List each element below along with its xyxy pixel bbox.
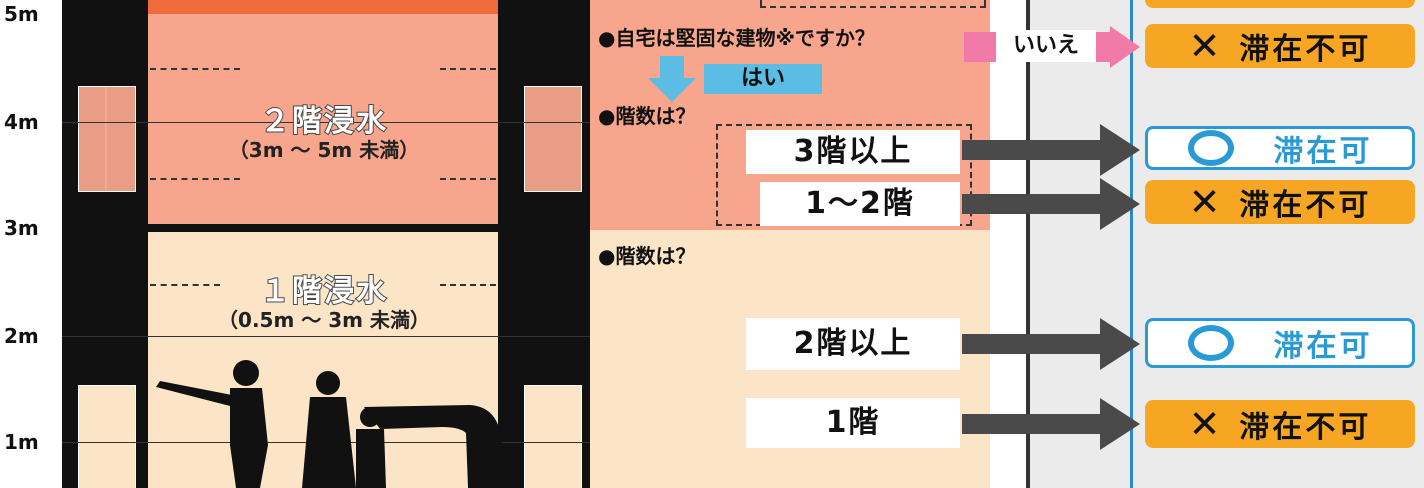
circle-icon [1187, 325, 1234, 361]
result-stay-ok-1: 滞在可 [1145, 126, 1415, 170]
flow-panel-divider [990, 0, 1026, 488]
scale-label-1m: 1m [4, 430, 39, 454]
floor-option-1: 1階 [746, 398, 960, 448]
cross-icon: ✕ [1188, 180, 1224, 224]
result-text: 滞在可 [1273, 329, 1373, 364]
result-text: 滞在可 [1273, 134, 1373, 169]
question-sturdy-building: ●自宅は堅固な建物※ですか？ [598, 26, 875, 50]
dashed-guide-4 [440, 178, 496, 180]
guide-2m [62, 336, 592, 337]
yes-arrow [648, 56, 696, 104]
yes-label: はい [704, 64, 822, 94]
window-right-lower [524, 385, 582, 488]
floor-option-1to2: 1～2階 [760, 182, 960, 226]
cross-icon: ✕ [1188, 24, 1224, 68]
floor-option-3plus: 3階以上 [746, 130, 960, 174]
top-dashed-box [760, 0, 986, 8]
dashed-guide-5 [150, 284, 220, 286]
zone-range-first-floor: （0.5m ～ 3m 未満） [218, 308, 430, 332]
result-stay-ok-2: 滞在可 [1145, 318, 1415, 368]
guide-4m [62, 122, 592, 123]
result-top-partial [1145, 0, 1415, 8]
question-floors-lower: ●階数は？ [598, 244, 696, 268]
dashed-guide-1 [150, 68, 240, 70]
window-left-lower [78, 385, 136, 488]
dashed-guide-6 [440, 284, 496, 286]
result-no-stay-2: ✕ 滞在不可 [1145, 180, 1415, 224]
scale-label-5m: 5m [4, 2, 39, 26]
flow-panel-rail [1026, 0, 1030, 488]
result-no-stay-1: ✕ 滞在不可 [1145, 24, 1415, 68]
result-text: 滞在不可 [1239, 188, 1372, 223]
window-right-upper [524, 86, 582, 192]
no-label: いいえ [996, 30, 1096, 62]
top-flood-band [148, 0, 498, 14]
family-silhouette [156, 360, 504, 488]
zone-title-first-floor: １階浸水 [259, 273, 388, 310]
question-floors-upper: ●階数は？ [598, 104, 696, 128]
cross-icon: ✕ [1188, 402, 1224, 446]
result-text: 滞在不可 [1239, 32, 1372, 67]
result-no-stay-3: ✕ 滞在不可 [1145, 400, 1415, 448]
window-left-upper [78, 86, 136, 192]
circle-icon [1187, 130, 1234, 166]
floor-option-2plus: 2階以上 [746, 318, 960, 370]
scale-label-2m: 2m [4, 324, 39, 348]
results-rail [1130, 0, 1133, 488]
zone-title-second-floor: ２階浸水 [259, 103, 388, 140]
dashed-guide-2 [440, 68, 496, 70]
building-floor-slab [62, 224, 590, 232]
zone-range-second-floor: （3m ～ 5m 未満） [228, 138, 420, 162]
scale-label-3m: 3m [4, 216, 39, 240]
depth-scale: 5m 4m 3m 2m 1m [0, 0, 62, 488]
scale-label-4m: 4m [4, 110, 39, 134]
dashed-guide-3 [150, 178, 240, 180]
result-text: 滞在不可 [1239, 410, 1372, 445]
